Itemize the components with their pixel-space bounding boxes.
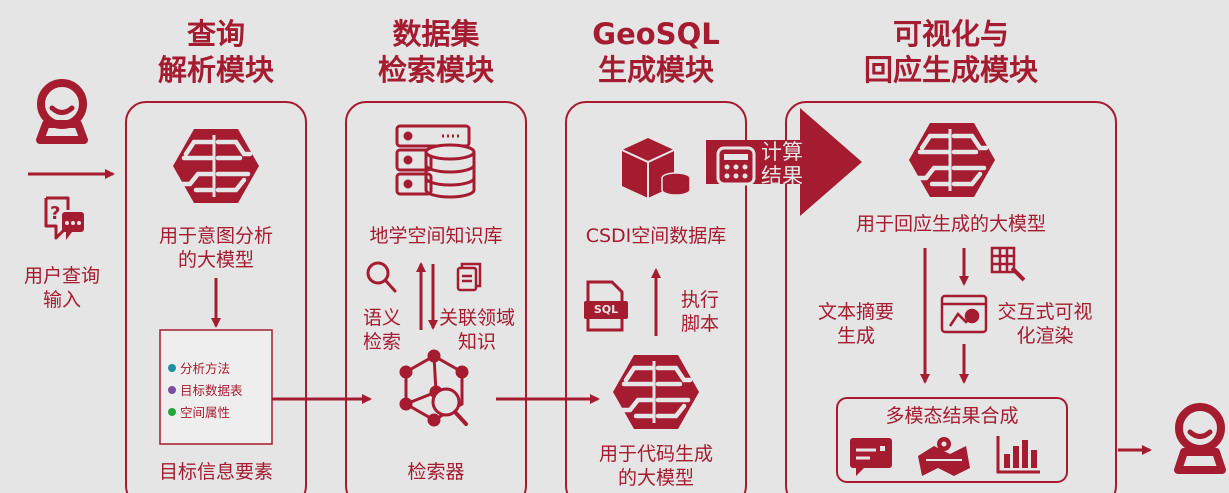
- message-icon: [850, 438, 892, 476]
- calculator-icon: [716, 146, 756, 186]
- map-icon: [918, 437, 970, 476]
- heading-line: 回应生成模块: [863, 53, 1038, 87]
- heading-line: 查询: [186, 17, 245, 51]
- brain-icon: [173, 129, 259, 203]
- user-icon: [36, 79, 88, 144]
- module4-heading: 可视化与 回应生成模块: [786, 16, 1116, 88]
- label-line: 用于代码生成: [598, 443, 713, 465]
- heading-line: 数据集: [392, 17, 480, 51]
- retriever-icon: [399, 349, 469, 427]
- label-line: 结果: [761, 164, 803, 188]
- response-llm-label: 用于回应生成的大模型: [855, 213, 1046, 235]
- multimodal-synthesis-label: 多模态结果合成: [885, 405, 1019, 427]
- label-line: 知识: [457, 331, 496, 353]
- heading-line: GeoSQL: [592, 17, 720, 51]
- chart-table-icon: [990, 246, 1026, 282]
- interactive-vis-label: 交互式可视 化渲染: [990, 300, 1100, 348]
- spatial-database-label: CSDI空间数据库: [585, 225, 727, 247]
- bullet-text: 目标数据表: [180, 383, 243, 398]
- brain-icon: [613, 355, 699, 429]
- documents-icon: [456, 262, 482, 292]
- target-info-label: 目标信息要素: [158, 461, 273, 483]
- sql-file-icon: [584, 280, 628, 332]
- text-summary-label: 文本摘要 生成: [806, 300, 906, 348]
- code-llm-label: 用于代码生成 的大模型: [566, 442, 746, 490]
- related-knowledge-label: 关联领域 知识: [436, 306, 518, 354]
- label-line: 语义: [362, 307, 401, 329]
- heading-line: 生成模块: [597, 53, 714, 87]
- bullet-analysis-method: 分析方法: [168, 358, 230, 380]
- label-line: 化渲染: [1016, 325, 1074, 347]
- bullet-target-table: 目标数据表: [168, 380, 243, 402]
- database-cube-icon: [621, 138, 691, 198]
- knowledge-base-label: 地学空间知识库: [369, 225, 503, 247]
- label-line: 检索: [362, 331, 401, 353]
- server-database-icon: [395, 124, 476, 199]
- label-line: 计算: [761, 140, 803, 164]
- big-result-arrow: [706, 108, 862, 216]
- heading-line: 可视化与: [892, 17, 1009, 51]
- label-line: 用于意图分析: [158, 225, 273, 247]
- target-info-box: [159, 329, 273, 445]
- heading-line: 解析模块: [157, 53, 274, 87]
- label-line: 文本摘要: [817, 301, 894, 323]
- search-icon: [366, 261, 397, 293]
- bullet-dot: [168, 386, 176, 394]
- bullet-text: 空间属性: [180, 405, 231, 420]
- execute-script-label: 执行 脚本: [672, 288, 728, 336]
- label-line: 交互式可视: [997, 301, 1093, 323]
- bullet-dot: [168, 364, 176, 372]
- retriever-label: 检索器: [407, 461, 465, 483]
- brain-icon: [909, 123, 995, 197]
- bullet-text: 分析方法: [180, 361, 231, 376]
- heading-line: 检索模块: [377, 53, 494, 87]
- label-line: 生成: [836, 325, 875, 347]
- bullet-dot: [168, 408, 176, 416]
- label-line: 的大模型: [617, 467, 694, 489]
- label-line: 关联领域: [438, 307, 515, 329]
- label-line: 的大模型: [177, 249, 254, 271]
- calc-result-label: 计算 结果: [756, 140, 808, 188]
- module4-box: [785, 101, 1117, 493]
- user-icon: [1174, 403, 1226, 474]
- label-line: 输入: [42, 289, 81, 311]
- label-line: 执行: [680, 289, 719, 311]
- module3-heading: GeoSQL 生成模块: [566, 16, 746, 88]
- module1-heading: 查询 解析模块: [126, 16, 306, 88]
- sql-icon-label: SQL: [593, 303, 619, 316]
- semantic-retrieval-label: 语义 检索: [352, 306, 412, 354]
- module1-box: [125, 101, 307, 493]
- label-line: 用户查询: [23, 265, 100, 287]
- module2-box: [345, 101, 527, 493]
- svg-text:?: ?: [50, 203, 60, 224]
- synthesis-box: [836, 397, 1068, 483]
- bullet-spatial-attribute: 空间属性: [168, 402, 230, 424]
- user-query-input-label: 用户查询 输入: [4, 264, 120, 312]
- bar-chart-icon: [996, 436, 1040, 474]
- module3-box: [565, 101, 747, 493]
- map-browser-icon: [940, 294, 988, 334]
- label-line: 脚本: [680, 313, 719, 335]
- intent-llm-label: 用于意图分析 的大模型: [126, 224, 306, 272]
- query-icon: ?: [44, 196, 84, 240]
- module2-heading: 数据集 检索模块: [346, 16, 526, 88]
